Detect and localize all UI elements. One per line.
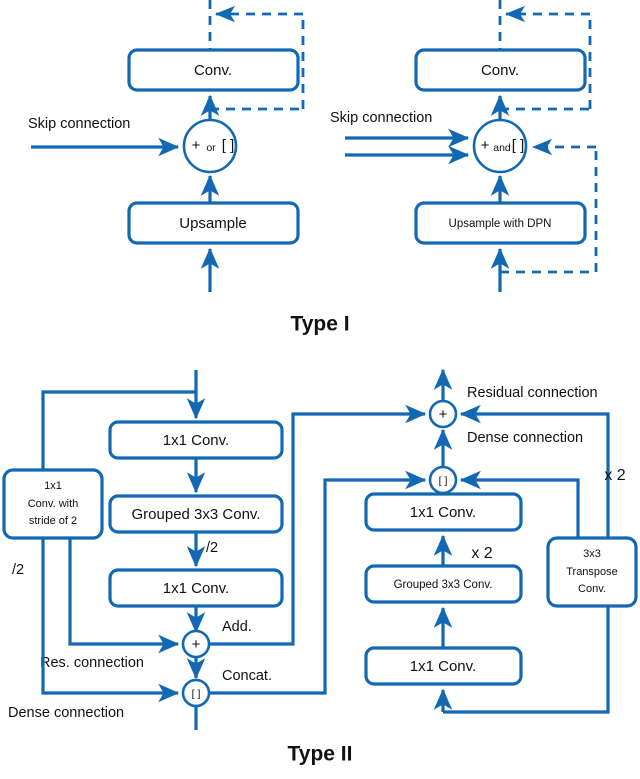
type2-right-box-conv-top xyxy=(364,492,523,532)
type2-right-transpose-to-add-path xyxy=(459,404,610,538)
type2-branch-to-stride-box xyxy=(41,390,196,470)
type2-left-add-symbol: + xyxy=(192,636,201,653)
type2-right-box-conv-top-label: 1x1 Conv. xyxy=(410,504,476,521)
type1-right-merge-and: and xyxy=(493,142,511,154)
type2-left-concat-route-to-right xyxy=(209,470,427,695)
type2-right-box-grouped-label: Grouped 3x3 Conv. xyxy=(394,579,493,591)
type1-right-skip-label: Skip connection xyxy=(330,110,432,126)
type2-title: Type II xyxy=(288,743,353,766)
type2-left-add-label: Add. xyxy=(222,619,252,635)
type2-left-box-stride xyxy=(2,468,104,540)
type1-left-merge-bracket: [ ] xyxy=(222,137,235,154)
type2-right-box-grouped xyxy=(364,564,523,604)
type1-left-merge-or: or xyxy=(206,142,216,154)
type2-left-box-stride-line2: Conv. with xyxy=(28,498,79,510)
type2-left-res-connection-path xyxy=(68,538,180,654)
type2-right-concat-symbol: [ ] xyxy=(439,475,448,487)
type1-right-upsample-box xyxy=(414,201,587,245)
type1-left-skip-label: Skip connection xyxy=(28,116,130,132)
type2-left-dense-connection-label: Dense connection xyxy=(8,705,124,721)
type2-right-dense-label: Dense connection xyxy=(467,430,583,446)
type2-right-x2-right-label: x 2 xyxy=(604,467,625,484)
type1-right-merge-plus: + xyxy=(481,137,490,154)
type1-left-conv-box xyxy=(127,48,300,92)
type2-left-box-conv1-label: 1x1 Conv. xyxy=(163,432,229,449)
type2-right-add-node xyxy=(428,399,458,429)
type2-left-box-conv2-label: 1x1 Conv. xyxy=(163,580,229,597)
type2-right-box-transpose-line3: Conv. xyxy=(578,583,606,595)
type1-left-upsample-box xyxy=(127,201,300,245)
type1-left-upsample-label: Upsample xyxy=(179,215,247,232)
type2-left-box-stride-line1: 1x1 xyxy=(44,480,62,492)
type2-right-add-symbol: + xyxy=(439,406,448,423)
type2-left-div2-left-label: /2 xyxy=(12,562,24,578)
type1-left-merge-node xyxy=(182,118,238,174)
type2-right-residual-label: Residual connection xyxy=(467,385,598,401)
type2-right-box-transpose xyxy=(546,536,638,608)
type2-left-concat-label: Concat. xyxy=(222,668,272,684)
type1-left-conv-label: Conv. xyxy=(194,62,232,79)
type2-right-x2-mid-label: x 2 xyxy=(471,545,492,562)
type2-left-concat-symbol: [ ] xyxy=(192,688,201,700)
type2-left-diagram: 1x1 Conv. Grouped 3x3 Conv. /2 1x1 Conv.… xyxy=(2,370,427,730)
type2-left-box-stride-line3: stride of 2 xyxy=(29,515,77,527)
type2-right-box-conv-bottom xyxy=(364,646,523,686)
type1-right-merge-bracket: [ ] xyxy=(512,137,525,154)
type2-right-bottom-trunk-to-transpose xyxy=(443,606,610,714)
type1-right-conv-box xyxy=(414,48,587,92)
type2-left-dense-connection-path xyxy=(41,538,180,703)
type2-right-box-transpose-line2: Transpose xyxy=(566,566,618,578)
type1-right-upsample-label: Upsample with DPN xyxy=(449,218,552,230)
type1-title: Type I xyxy=(290,313,349,336)
type1-right-conv-label: Conv. xyxy=(481,62,519,79)
type1-left-diagram: Conv. + or [ ] Skip connection Upsample xyxy=(28,0,305,292)
type2-left-res-connection-label: Res. connection xyxy=(40,655,144,671)
type2-left-add-route-to-right xyxy=(209,404,427,646)
type2-left-box-grouped-label: Grouped 3x3 Conv. xyxy=(132,506,261,523)
type1-left-merge-plus: + xyxy=(192,137,201,154)
type1-right-merge-node xyxy=(472,118,528,174)
type2-right-transpose-to-concat-path xyxy=(459,470,580,538)
type2-right-box-conv-bottom-label: 1x1 Conv. xyxy=(410,658,476,675)
type1-right-diagram: Conv. + and [ ] Skip connection Upsample… xyxy=(330,0,598,292)
type2-right-diagram: + Residual connection [ ] Dense connecti… xyxy=(364,368,638,714)
type2-right-box-transpose-line1: 3x3 xyxy=(583,548,601,560)
type2-left-div2-mid-label: /2 xyxy=(206,540,218,556)
